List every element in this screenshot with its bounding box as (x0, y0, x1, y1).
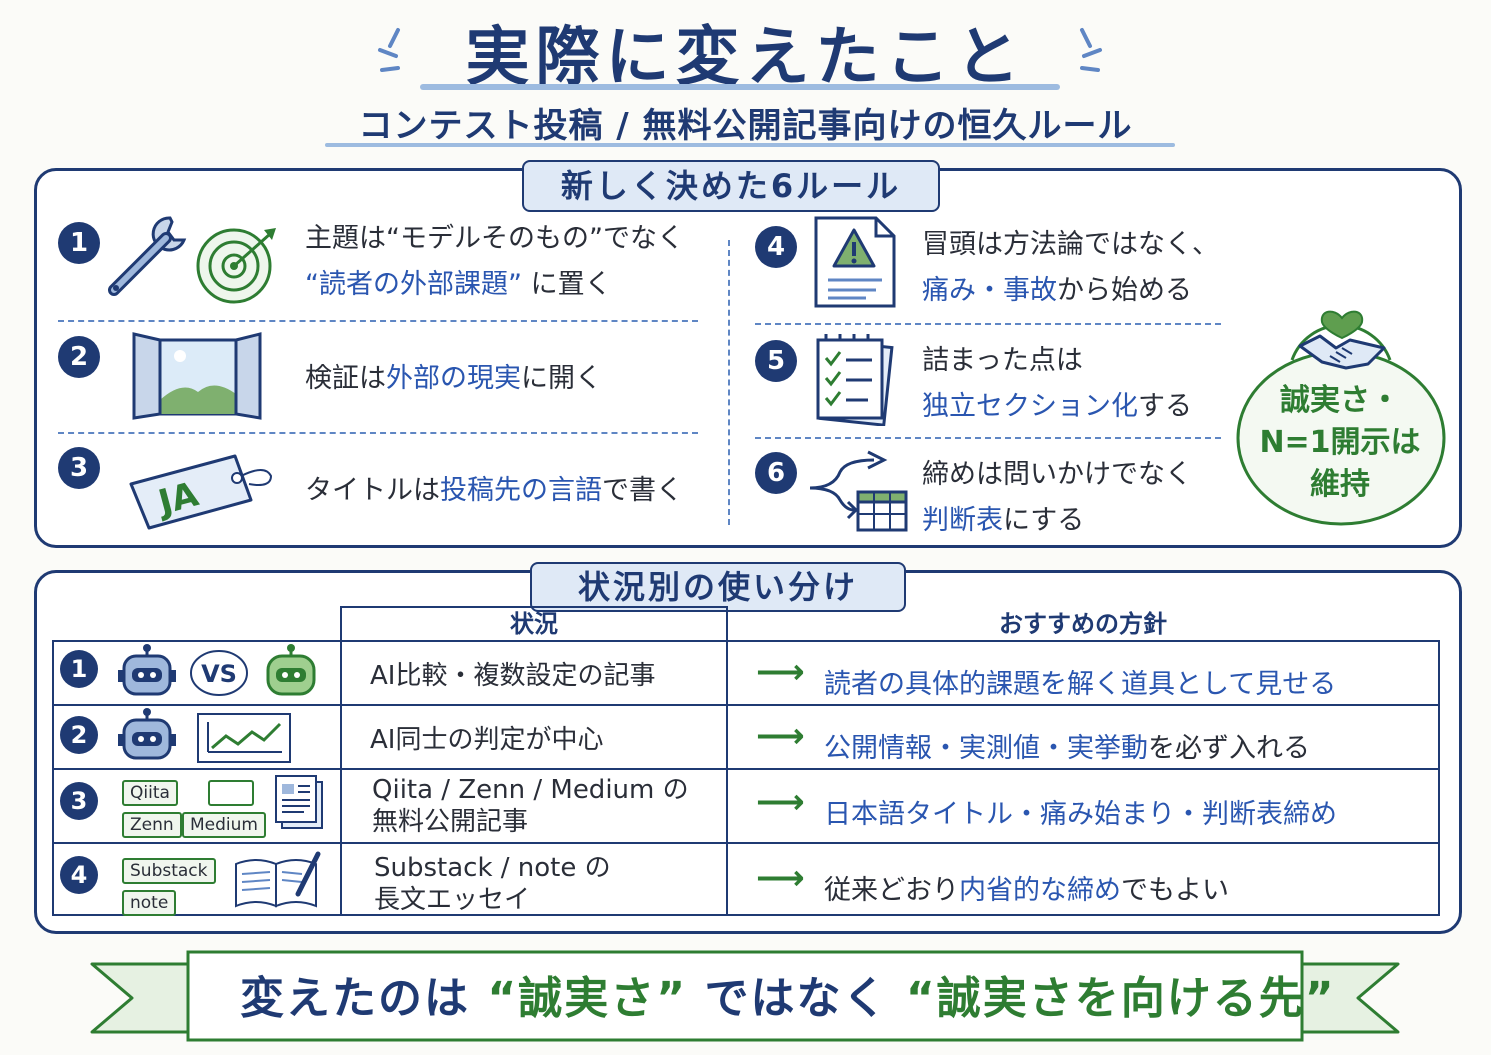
row-2-situation: AI同士の判定が中心 (370, 725, 604, 755)
article-pages-icon (275, 775, 323, 829)
rule-1-line2: “読者の外部課題” に置く (305, 269, 612, 300)
rule-6-text: 締めは問いかけでなく 判断表にする (922, 452, 1232, 544)
rule-5-line1: 詰まった点は (922, 345, 1083, 376)
checklist-icon (816, 334, 894, 426)
line-chart-icon (197, 713, 291, 763)
rule-number: 2 (58, 336, 100, 378)
table-row-line (52, 704, 1440, 706)
rule-1-line1: 主題は“モデルそのもの”でなく (305, 223, 684, 254)
table-row-line (52, 768, 1440, 770)
arrow-icon: ⟶ (756, 716, 805, 756)
arrow-icon: ⟶ (756, 858, 805, 898)
platform-tag-zenn: Zenn (122, 812, 182, 838)
open-book-pen-icon (235, 851, 321, 908)
rule-number: 1 (58, 222, 100, 264)
header-situation: 状況 (510, 610, 558, 638)
open-window-icon (132, 332, 262, 420)
sparkle-right-icon (1080, 28, 1102, 72)
rule-column-divider (728, 240, 730, 525)
row-number: 1 (60, 650, 98, 688)
subtitle-part2: 恒久ルール (957, 106, 1133, 146)
rule-5-line2: 独立セクション化する (922, 391, 1192, 422)
table-top-line (340, 606, 728, 608)
badge-line3: 維持 (1310, 467, 1370, 502)
robot-icon (118, 708, 176, 760)
row-number: 2 (60, 716, 98, 754)
subtitle-part1: コンテスト投稿 / 無料公開記事向けの (358, 106, 958, 146)
title-underline (420, 84, 1060, 90)
rule-number: 4 (755, 226, 797, 268)
subtitle-underline (325, 143, 1175, 147)
rule-divider (755, 323, 1221, 325)
rule-number: 3 (58, 447, 100, 489)
decision-table-icon (809, 450, 908, 532)
versus-label: VS (201, 660, 237, 688)
banner-text: 変えたのは “誠実さ” ではなく “誠実さを向ける先” (240, 973, 1336, 1024)
table-body-top (52, 640, 1440, 642)
language-tag-icon: JA (129, 454, 273, 530)
row-4-situation: Substack / note の 長文エッセイ (374, 853, 611, 915)
rule-divider (58, 320, 698, 322)
row-3-policy: 日本語タイトル・痛み始まり・判断表締め (824, 799, 1337, 830)
robot-icon (118, 644, 176, 696)
rule-divider (58, 432, 698, 434)
rule-number: 6 (755, 452, 797, 494)
target-icon (196, 228, 276, 304)
guide-table: 状況 おすすめの方針 (52, 606, 1440, 916)
row-1-situation: AI比較・複数設定の記事 (370, 661, 656, 691)
table-row-line (52, 842, 1440, 844)
page-title: 実際に変えたこと (465, 21, 1026, 95)
badge-line1: 誠実さ・ (1280, 383, 1400, 418)
row-4-policy: 従来どおり内省的な締めでもよい (824, 875, 1229, 906)
rule-5-text: 詰まった点は 独立セクション化する (922, 338, 1232, 430)
row-3-situation: Qiita / Zenn / Medium の 無料公開記事 (372, 775, 689, 837)
rule-divider (755, 437, 1221, 439)
arrow-icon: ⟶ (756, 652, 805, 692)
platform-tag-qiita: Qiita (122, 780, 178, 806)
sparkle-left-icon (378, 28, 400, 72)
warning-document-icon (814, 216, 896, 308)
blank-tag-box (208, 780, 254, 806)
rule-1-text: 主題は“モデルそのもの”でなく “読者の外部課題” に置く (305, 216, 705, 308)
header-policy: おすすめの方針 (999, 610, 1167, 638)
rule-2-text: 検証は外部の現実に開く (305, 363, 602, 394)
ribbon-banner (90, 950, 1400, 1042)
page-subtitle: コンテスト投稿 / 無料公開記事向けの恒久ルール (0, 98, 1491, 147)
arrow-icon: ⟶ (756, 782, 805, 822)
rule-6-line2: 判断表にする (922, 505, 1085, 536)
row-number: 3 (60, 782, 98, 820)
rules-panel-tag: 新しく決めた6ルール (522, 160, 940, 212)
wrench-icon (108, 216, 187, 296)
guide-panel-tag: 状況別の使い分け (530, 562, 906, 612)
robot-green-icon (266, 644, 316, 696)
handshake-heart-icon (1298, 310, 1386, 370)
rule-6-line1: 締めは問いかけでなく (922, 459, 1192, 490)
row-2-policy: 公開情報・実測値・実挙動を必ず入れる (824, 733, 1310, 764)
row-1-policy: 読者の具体的課題を解く道具として見せる (824, 669, 1337, 700)
table-left-edge (52, 640, 54, 916)
integrity-badge-text: 誠実さ・ N=1開示は 維持 (1240, 380, 1440, 506)
rule-4-text: 冒頭は方法論ではなく、 痛み・事故から始める (922, 222, 1232, 314)
platform-tag-note: note (122, 890, 177, 916)
table-bottom (52, 914, 1440, 916)
table-header-line-left (340, 606, 342, 916)
rule-4-line1: 冒頭は方法論ではなく、 (922, 229, 1219, 260)
versus-icon: VS (190, 650, 248, 696)
row-number: 4 (60, 856, 98, 894)
platform-tag-substack: Substack (122, 858, 216, 884)
table-right-edge (1438, 640, 1440, 916)
table-column-line (726, 606, 728, 916)
platform-tag-medium: Medium (182, 812, 266, 838)
badge-line2: N=1開示は (1259, 425, 1421, 460)
rule-4-line2: 痛み・事故から始める (922, 275, 1192, 306)
rule-3-text: タイトルは投稿先の言語で書く (305, 475, 683, 506)
rule-number: 5 (755, 340, 797, 382)
